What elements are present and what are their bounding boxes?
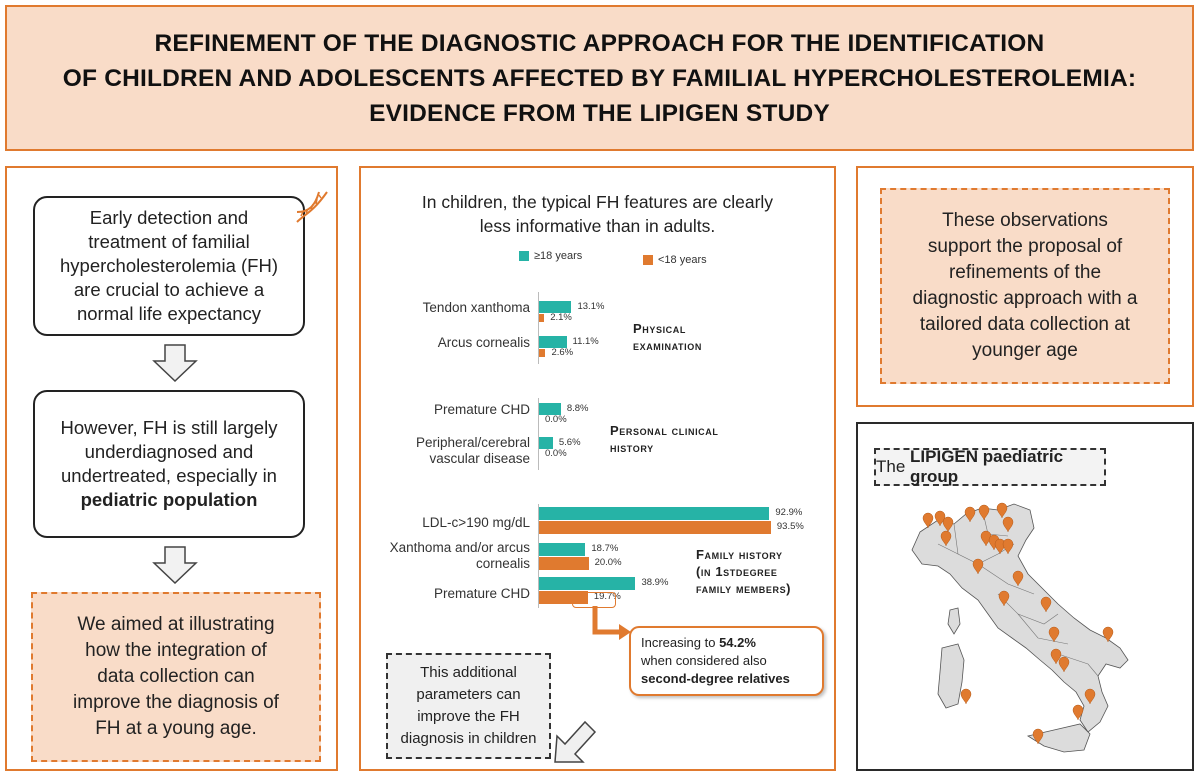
section-family: Family history (in 1stdegree family memb… — [696, 547, 792, 596]
map-pin-icon — [978, 504, 990, 521]
bar-adults — [539, 507, 770, 520]
conclusion-box: These observations support the proposal … — [880, 188, 1170, 384]
second-degree-callout: Increasing to 54.2% when considered also… — [629, 626, 824, 696]
map-pin-icon — [994, 538, 1006, 555]
map-pin-icon — [1002, 516, 1014, 533]
bar-value-label: 0.0% — [545, 414, 567, 425]
map-pin-icon — [940, 530, 952, 547]
dna-icon — [296, 191, 328, 223]
callout-arrow-icon — [592, 606, 631, 640]
underdiagnosed-box: However, FH is still largely underdiagno… — [33, 390, 305, 538]
title-line: REFINEMENT OF THE DIAGNOSTIC APPROACH FO… — [154, 29, 1045, 57]
section-physical: Physical examination — [633, 321, 702, 353]
down-arrow-icon — [152, 344, 198, 382]
bar-adults — [539, 403, 561, 415]
additional-parameters-box: This additional parameters can improve t… — [386, 653, 551, 759]
bar-value-label: 2.1% — [550, 312, 572, 323]
diagonal-arrow-icon — [554, 720, 597, 763]
aim-text: We aimed at illustrating how the integra… — [73, 614, 279, 739]
bar-value-label: 8.8% — [566, 403, 589, 414]
bar-children — [539, 349, 546, 357]
bar-value-label: 5.6% — [558, 437, 581, 448]
legend-swatch-children — [643, 255, 653, 265]
additional-parameters-text: This additional parameters can improve t… — [400, 664, 537, 747]
bar-value-label: 20.0% — [594, 557, 622, 568]
bar-adults — [539, 336, 567, 348]
category-label: Premature CHD — [433, 586, 530, 601]
title-banner: REFINEMENT OF THE DIAGNOSTIC APPROACH FO… — [5, 5, 1194, 151]
bar-children — [539, 521, 771, 534]
italy-map — [911, 502, 1129, 753]
map-pin-icon — [1032, 728, 1044, 745]
map-pin-icon — [1002, 538, 1014, 555]
italy-corsica — [947, 607, 961, 635]
bar-value-label: 13.1% — [577, 301, 605, 312]
bar-children — [539, 557, 589, 570]
map-pin-icon — [1048, 626, 1060, 643]
results-heading: In children, the typical FH features are… — [421, 192, 774, 236]
category-label: Premature CHD — [433, 402, 530, 417]
title-line: EVIDENCE FROM THE LIPIGEN STUDY — [369, 99, 830, 127]
early-detection-text: Early detection and treatment of familia… — [60, 207, 278, 324]
legend-adults: ≥18 years — [519, 250, 582, 262]
category-label: Peripheral/cerebral vascular disease — [415, 435, 530, 466]
map-title: The LIPIGEN paediatric group — [874, 447, 1106, 486]
down-arrow-icon — [152, 546, 198, 584]
category-label: Arcus cornealis — [437, 335, 530, 350]
pin-group — [922, 502, 1114, 745]
bar-value-label: 0.0% — [545, 448, 567, 459]
map-pin-icon — [972, 558, 984, 575]
title-line: OF CHILDREN AND ADOLESCENTS AFFECTED BY … — [62, 64, 1137, 92]
axis-line — [538, 504, 539, 608]
map-pin-icon — [1040, 596, 1052, 613]
bar-value-label: 11.1% — [572, 336, 599, 347]
section-personal: Personal clinical history — [610, 423, 719, 455]
map-pin-icon — [996, 502, 1008, 519]
bar-value-label: 2.6% — [551, 347, 574, 358]
map-pin-icon — [1058, 656, 1070, 673]
bar-adults — [539, 577, 636, 590]
map-pin-icon — [998, 590, 1010, 607]
map-pin-icon — [1102, 626, 1114, 643]
legend-children: <18 years — [643, 254, 707, 266]
bar-value-label: 93.5% — [776, 521, 804, 532]
background-panel: Early detection and treatment of familia… — [5, 166, 338, 771]
bar-value-label: 19.7% — [593, 591, 621, 602]
underdiagnosed-text: However, FH is still largely underdiagno… — [60, 417, 278, 510]
aim-box: We aimed at illustrating how the integra… — [31, 592, 321, 762]
page-title: REFINEMENT OF THE DIAGNOSTIC APPROACH FO… — [63, 26, 1136, 131]
bar-value-label: 18.7% — [591, 543, 619, 554]
map-pin-icon — [922, 512, 934, 529]
italy-sicily — [1026, 723, 1091, 753]
map-pin-icon — [960, 688, 972, 705]
axis-line — [538, 292, 539, 364]
bar-adults — [539, 301, 572, 313]
axis-line — [538, 398, 539, 470]
bar-children — [539, 314, 545, 322]
map-pin-icon — [1050, 648, 1062, 665]
italy-sardinia — [937, 643, 965, 709]
category-label: Xanthoma and/or arcus cornealis — [389, 540, 530, 571]
bar-adults — [539, 543, 586, 556]
map-pin-icon — [942, 516, 954, 533]
map-pin-icon — [964, 506, 976, 523]
map-pin-icon — [1084, 688, 1096, 705]
conclusion-text: These observations support the proposal … — [912, 210, 1138, 361]
bar-value-label: 92.9% — [775, 507, 803, 518]
bar-adults — [539, 437, 553, 449]
results-panel: In children, the typical FH features are… — [359, 166, 836, 771]
category-label: LDL-c>190 mg/dL — [422, 515, 530, 530]
bar-value-label: 38.9% — [641, 577, 669, 588]
conclusion-panel: These observations support the proposal … — [856, 166, 1194, 407]
legend-swatch-adults — [519, 251, 529, 261]
map-pin-icon — [1012, 570, 1024, 587]
map-panel: The LIPIGEN paediatric group — [856, 422, 1194, 771]
early-detection-box: Early detection and treatment of familia… — [33, 196, 305, 336]
map-pin-icon — [1072, 704, 1084, 721]
category-label: Tendon xanthoma — [422, 300, 530, 315]
